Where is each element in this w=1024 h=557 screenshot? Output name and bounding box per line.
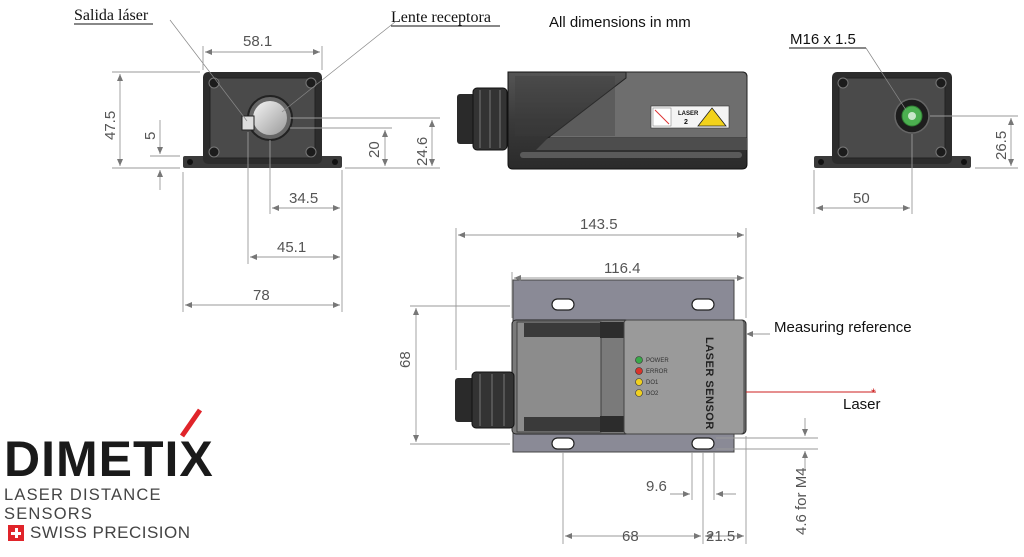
logo-tagline: LASER DISTANCE SENSORS — [4, 486, 162, 523]
laser-label-class: 2 — [684, 119, 688, 126]
laser-beam-end: * — [871, 386, 876, 400]
logo-brand: DIMETIX — [4, 431, 214, 487]
laser-aperture — [241, 115, 255, 131]
laser-warning-icon — [697, 107, 727, 127]
mount-slot-tr — [691, 298, 715, 311]
rear-view: M16 x 1.5 26.5 50 — [789, 31, 1018, 214]
dim-9-6: 9.6 — [646, 478, 667, 495]
dim-47-5: 47.5 — [102, 111, 119, 140]
led-power — [635, 356, 643, 364]
dim-4-6-for-m4: 4.6 for M4 — [793, 467, 810, 535]
led-error — [635, 367, 643, 375]
dim-68-horizontal: 68 — [622, 528, 639, 545]
label-receiver-lens: Lente receptora — [391, 9, 491, 26]
dim-143-5: 143.5 — [580, 216, 618, 233]
dim-24-6: 24.6 — [414, 137, 431, 166]
dim-50: 50 — [853, 190, 870, 207]
side-view: LASER 2 — [457, 71, 748, 170]
label-m16-thread: M16 x 1.5 — [790, 31, 856, 48]
dim-45-1: 45.1 — [277, 239, 306, 256]
logo-swiss-precision: SWISS PRECISION — [30, 523, 191, 542]
top-cable-gland — [455, 378, 475, 422]
led-label-power: POWER — [646, 358, 669, 364]
mount-slot-tl — [551, 298, 575, 311]
dim-58-1: 58.1 — [243, 33, 272, 50]
status-leds: POWER ERROR DO1 DO2 — [635, 356, 669, 397]
dim-78: 78 — [253, 287, 270, 304]
label-laser-out: Salida láser — [74, 7, 149, 24]
dimensions-note: All dimensions in mm — [549, 14, 691, 31]
laser-label-title: LASER — [678, 111, 699, 117]
label-laser: Laser — [843, 396, 881, 413]
label-measuring-reference: Measuring reference — [774, 319, 912, 336]
dim-34-5: 34.5 — [289, 190, 318, 207]
led-label-do1: DO1 — [646, 380, 659, 386]
dim-20: 20 — [366, 141, 383, 158]
logo-mark-icon — [179, 408, 203, 438]
dim-68-vertical: 68 — [397, 351, 414, 368]
dim-116-4: 116.4 — [604, 260, 640, 277]
swiss-flag-icon — [8, 525, 24, 541]
top-view: LASER SENSOR POWER ERROR DO1 DO2 * Laser… — [397, 216, 912, 545]
dim-21-5: 21.5 — [706, 528, 735, 545]
dimetix-logo: DIMETIX LASER DISTANCE SENSORS SWISS PRE… — [4, 408, 244, 556]
mount-slot-bl — [551, 437, 575, 450]
dim-5: 5 — [142, 132, 159, 140]
mount-slot-br — [691, 437, 715, 450]
housing-text: LASER SENSOR — [703, 337, 715, 430]
front-view: Salida láser Lente receptora 58.1 47.5 5… — [74, 7, 500, 312]
cable-gland — [457, 94, 475, 144]
led-do1 — [635, 378, 643, 386]
led-do2 — [635, 389, 643, 397]
led-label-error: ERROR — [646, 369, 668, 375]
led-label-do2: DO2 — [646, 391, 659, 397]
dim-26-5: 26.5 — [993, 131, 1010, 160]
